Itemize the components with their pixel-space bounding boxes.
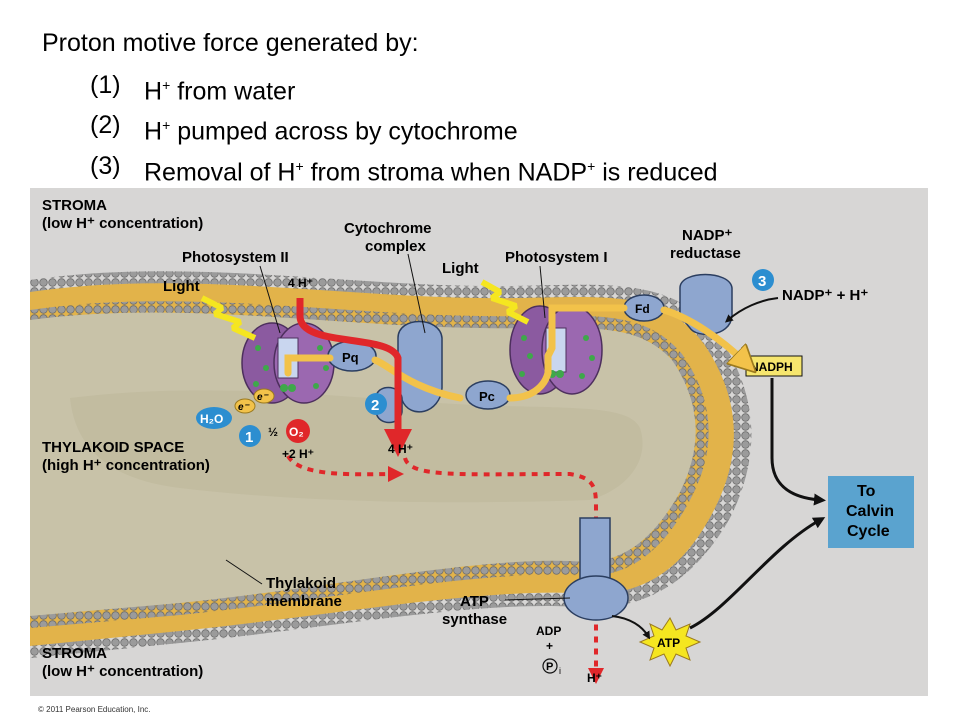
two-h-label: +2 H⁺: [282, 447, 314, 461]
adp-label: ADP: [536, 624, 561, 638]
adp-to-atp-arrow: [611, 615, 651, 640]
proton-pump-arrow: [296, 298, 412, 457]
list-text: H+ pumped across by cytochrome: [144, 117, 518, 146]
pi-circle: [542, 658, 558, 674]
thylakoid-membrane-leader: [225, 559, 263, 585]
light-label-i: Light: [442, 260, 479, 277]
electron-2: [253, 388, 275, 404]
proton-dashed-path-2: [403, 457, 604, 684]
cytochrome-complex: [397, 320, 443, 413]
list-number: (1): [90, 71, 121, 99]
stroma-top-sublabel: (low H⁺ concentration): [42, 215, 203, 232]
calvin-line-2: Calvin: [846, 503, 894, 520]
stroma-top-label: STROMA: [42, 197, 107, 214]
thylakoid-space-label: THYLAKOID SPACE: [42, 439, 184, 456]
photosystem-i-label: Photosystem I: [505, 249, 608, 266]
light-bolt-ii: [200, 295, 257, 341]
atp-synthase-label-2: synthase: [442, 611, 507, 628]
o2-molecule: [286, 419, 310, 443]
step-3-label: 3: [758, 273, 766, 290]
calvin-cycle-box: [828, 476, 914, 548]
step-1-label: 1: [245, 429, 253, 446]
photosystem-ii-leader: [259, 265, 281, 334]
nadp-h-label: NADP⁺ + H⁺: [782, 287, 868, 304]
nadp-reductase: [679, 273, 733, 336]
half-label: ½: [268, 425, 278, 439]
copyright-notice: © 2011 Pearson Education, Inc.: [38, 705, 151, 714]
light-bolt-i: [480, 279, 530, 325]
atp-label: ATP: [657, 636, 680, 650]
proton-source-list: (1) H+ from water (2) H+ pumped across b…: [90, 68, 718, 189]
cytochrome-leader: [407, 253, 426, 334]
nadp-reductase-label: NADP⁺: [682, 227, 733, 244]
page-title: Proton motive force generated by:: [42, 29, 419, 57]
cytochrome-label-2: complex: [365, 238, 427, 255]
stroma-bottom-label: STROMA: [42, 645, 107, 662]
nadph-to-calvin-arrow: [770, 378, 826, 506]
adp-plus-label: +: [546, 639, 553, 653]
list-item: (3) Removal of H+ from stroma when NADP+…: [90, 149, 718, 189]
h2o-label: H₂O: [200, 412, 223, 426]
thylakoid-diagram: STROMA (low H⁺ concentration) THYLAKOID …: [30, 188, 928, 696]
step-3-badge: [752, 269, 774, 291]
list-item: (1) H+ from water: [90, 68, 718, 108]
nadp-h-arrow: [724, 297, 779, 323]
electron-1: [234, 398, 256, 414]
calvin-line-1: To: [857, 483, 876, 500]
calvin-line-3: Cycle: [847, 523, 890, 540]
pi-label: P: [546, 661, 553, 673]
four-h-top-label: 4 H⁺: [288, 276, 313, 290]
list-number: (3): [90, 151, 121, 180]
atp-synthase-label: ATP: [460, 593, 489, 610]
list-item: (2) H+ pumped across by cytochrome: [90, 108, 718, 148]
step-2-badge: [365, 393, 387, 415]
light-label-ii: Light: [163, 278, 200, 295]
atp-to-calvin-arrow: [689, 517, 826, 630]
nadph-label: NADPH: [750, 360, 793, 374]
list-text: H+ from water: [144, 77, 296, 106]
electron-2-label: e⁻: [257, 392, 270, 403]
h-plus-bottom-label: H⁺: [587, 671, 602, 685]
proton-dashed-path-1: [286, 454, 404, 483]
electron-flow-path: [284, 304, 746, 402]
o2-label: O₂: [289, 425, 304, 439]
photosystem-ii-label: Photosystem II: [182, 249, 289, 266]
photosystem-i-leader: [539, 265, 546, 319]
pq-label: Pq: [342, 350, 359, 365]
list-text: Removal of H+ from stroma when NADP+ is …: [144, 157, 718, 186]
cytochrome-label: Cytochrome: [344, 220, 432, 237]
fd-label: Fd: [635, 302, 650, 316]
pi-subscript: i: [559, 666, 561, 676]
stroma-bottom-sublabel: (low H⁺ concentration): [42, 663, 203, 680]
nadp-reductase-label-2: reductase: [670, 245, 741, 262]
thylakoid-membrane-label: Thylakoid: [266, 575, 336, 592]
step-1-badge: [239, 425, 261, 447]
pc-label: Pc: [479, 389, 495, 404]
atp-synthase: [563, 517, 629, 621]
electron-1-label: e⁻: [238, 402, 251, 413]
thylakoid-membrane-label-2: membrane: [266, 593, 342, 610]
thylakoid-space-sublabel: (high H⁺ concentration): [42, 457, 210, 474]
atp-star: [638, 617, 702, 668]
list-number: (2): [90, 111, 121, 140]
four-h-bottom-label: 4 H⁺: [388, 442, 413, 456]
atp-synthase-leader: [504, 597, 571, 601]
step-2-label: 2: [371, 397, 379, 414]
h2o-molecule: [196, 407, 232, 429]
